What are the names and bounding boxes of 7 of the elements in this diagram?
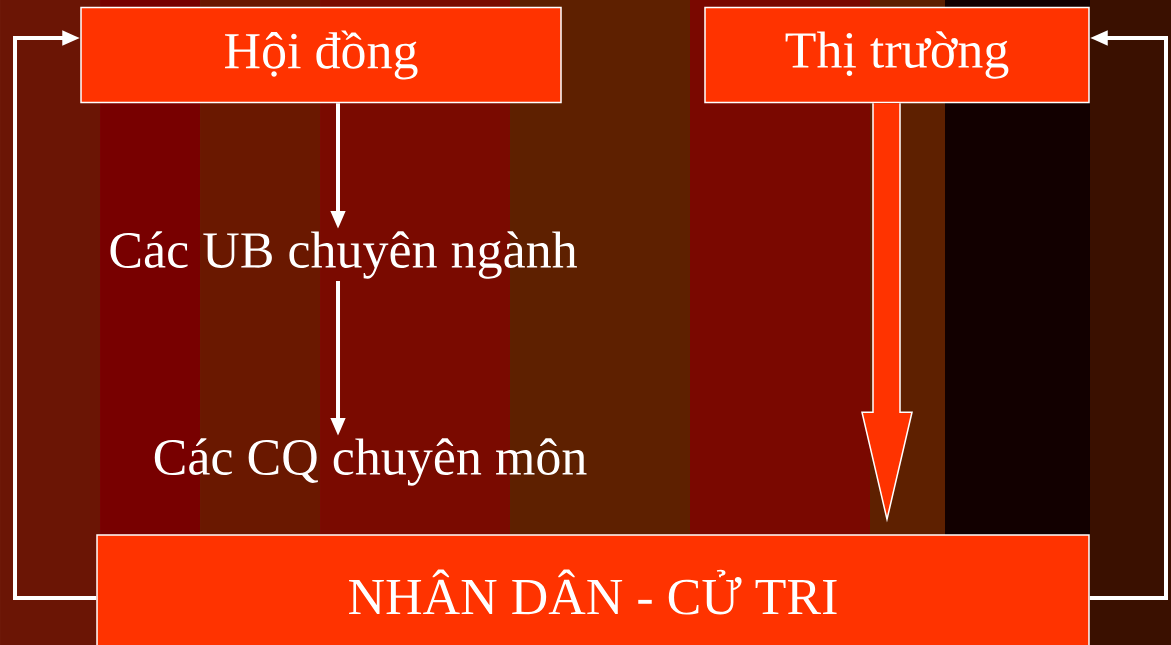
arrow bbox=[861, 102, 913, 523]
arrow bbox=[13, 30, 97, 600]
node-label: Các CQ chuyên môn bbox=[154, 438, 587, 486]
node-label: Các UB chuyên ngành bbox=[110, 231, 577, 279]
process-box: Hội đồng bbox=[80, 6, 562, 104]
process-box: Thị trường bbox=[704, 6, 1090, 104]
process-box: NHÂN DÂN - CỬ TRI bbox=[96, 534, 1090, 645]
